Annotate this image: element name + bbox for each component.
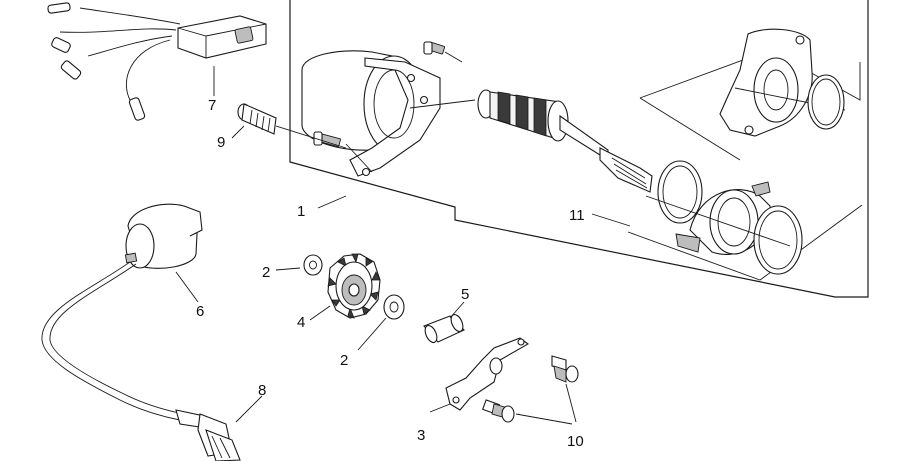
bolt-nine [237, 103, 347, 149]
callout-8: 8 [258, 382, 266, 399]
o-ring-outer [645, 195, 803, 275]
ignition-coil [41, 203, 203, 421]
callout-3: 3 [417, 427, 425, 444]
callout-7: 7 [208, 97, 216, 114]
starter-motor-outline [289, 0, 869, 298]
bolt-ten-upper [551, 355, 579, 383]
washer-upper [303, 254, 323, 276]
callout-11: 11 [569, 207, 585, 224]
armature-rotor [477, 89, 653, 193]
callout-9: 9 [217, 134, 225, 151]
bolt-ten-lower [482, 399, 515, 423]
starter-gear [327, 253, 381, 319]
callout-4: 4 [297, 314, 305, 331]
callout-6: 6 [196, 303, 204, 320]
brush-holder-plate [675, 181, 771, 255]
washer-lower [383, 294, 405, 320]
housing-bolt-top [423, 41, 446, 55]
spark-plug-cap [175, 409, 241, 461]
mounting-bracket [445, 337, 529, 411]
motor-housing [301, 50, 476, 177]
callout-2-lower: 2 [340, 352, 348, 369]
callout-labels: 1 2 2 3 4 5 6 7 8 9 10 11 [196, 97, 585, 450]
callout-2-upper: 2 [262, 264, 270, 281]
shaft-pin [423, 313, 465, 344]
leader-lines [175, 66, 631, 425]
callout-1: 1 [297, 203, 305, 220]
callout-10: 10 [567, 433, 584, 450]
o-ring-left [657, 160, 703, 224]
callout-5: 5 [461, 286, 469, 303]
starter-relay [47, 2, 267, 121]
end-cover [719, 28, 846, 137]
o-ring-right [807, 74, 845, 130]
housing-bolt-lower [313, 131, 341, 147]
